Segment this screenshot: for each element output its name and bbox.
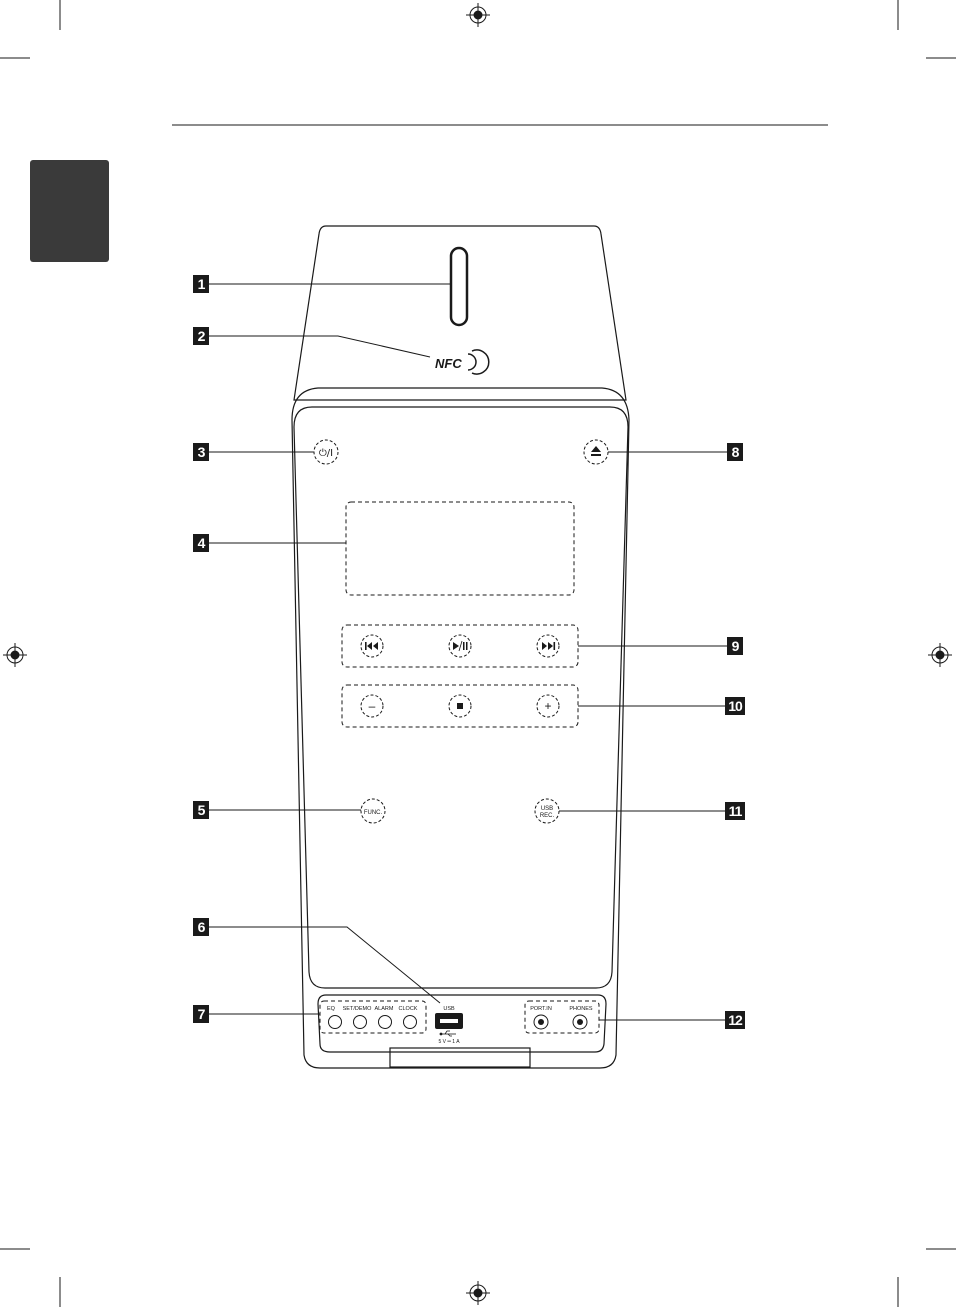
callout-10: 10 [725,697,745,715]
clock-label: CLOCK [399,1006,418,1012]
usb-rating: 5 V ═ 1 A [438,1039,460,1045]
power-button[interactable]: ⏻/I [314,440,338,464]
callout-4: 4 [193,534,209,552]
usb-icon [440,1031,456,1036]
nfc-logo: NFC [435,350,489,374]
registration-mark-bottom [466,1281,490,1305]
alarm-button[interactable]: ALARM [375,1006,394,1029]
callout-2: 2 [193,327,209,345]
port-in-jack[interactable]: PORT.IN [530,1006,552,1029]
set-demo-button[interactable]: SET/DEMO [343,1006,372,1029]
stop-icon [457,703,463,709]
phones-label: PHONES [569,1006,593,1012]
usb-port[interactable]: USB 5 V ═ 1 A [435,1006,463,1045]
bottom-foot [390,1048,530,1067]
disc-slot [451,248,467,325]
device-top-housing [294,226,626,400]
plus-label: + [544,699,551,713]
callout-9: 9 [727,637,743,655]
func-label: FUNC. [364,810,383,816]
next-button[interactable] [537,635,559,657]
eject-button[interactable] [584,440,608,464]
power-label: ⏻/I [319,448,333,459]
phones-jack[interactable]: PHONES [569,1006,593,1029]
callout-5: 5 [193,801,209,819]
func-button[interactable]: FUNC. [361,799,385,823]
usb-rec-label-2: REC. [540,813,555,819]
stop-button[interactable] [449,695,471,717]
previous-button[interactable] [361,635,383,657]
callout-7: 7 [193,1005,209,1023]
callout-1: 1 [193,275,209,293]
eject-icon [591,446,601,452]
clock-button[interactable]: CLOCK [399,1006,418,1029]
set-demo-label: SET/DEMO [343,1006,372,1012]
registration-mark-right [928,643,952,667]
callout-6: 6 [193,918,209,936]
play-pause-icon [453,641,468,651]
volume-down-button[interactable]: – [361,695,383,717]
minus-label: – [369,699,376,713]
leader-lines [209,284,727,1020]
registration-mark-top [466,3,490,27]
play-pause-button[interactable] [449,635,471,657]
display-window [346,502,574,595]
callout-11: 11 [725,802,745,820]
usb-rec-label-1: USB [541,806,553,812]
eq-label: EQ [327,1006,336,1012]
skip-forward-icon [542,642,555,650]
device-body-outline [292,388,629,1068]
volume-up-button[interactable]: + [537,695,559,717]
port-in-label: PORT.IN [530,1006,552,1012]
eq-button[interactable]: EQ [327,1006,341,1029]
callout-3: 3 [193,443,209,461]
callout-12: 12 [725,1011,745,1029]
nfc-text: NFC [435,356,462,371]
usb-rec-button[interactable]: USB REC. [535,799,559,823]
alarm-label: ALARM [375,1006,394,1012]
callout-8: 8 [727,443,743,461]
usb-port-label: USB [443,1006,455,1012]
skip-back-icon [365,642,378,650]
registration-mark-left [3,643,27,667]
